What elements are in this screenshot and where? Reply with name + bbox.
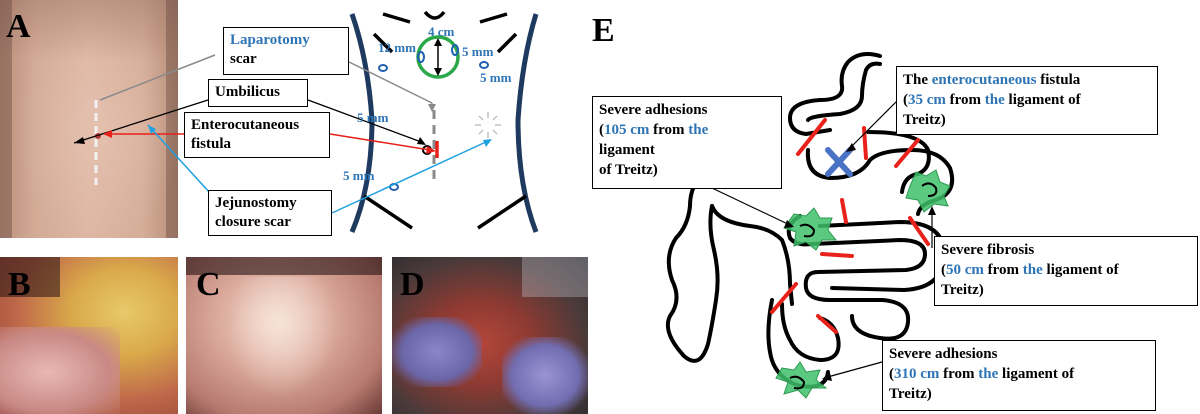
port-4cm-label: 4 cm: [428, 24, 455, 39]
laparoscopic-photo-b: [0, 257, 178, 414]
port-5mm-mid-label: 5 mm: [357, 110, 389, 125]
port-12mm-label: 12 mm: [378, 40, 416, 55]
severe-fibrosis-50-note: Severe fibrosis (50 cm from the ligament…: [934, 236, 1198, 306]
panel-label-a: A: [6, 8, 31, 45]
severe-adhesions-310-note: Severe adhesions (310 cm from the ligame…: [882, 340, 1156, 411]
panel-label-e: E: [592, 12, 615, 49]
enterocutaneous-fistula-note: The enterocutaneous fistula (35 cm from …: [896, 66, 1158, 135]
panel-label-d: D: [400, 266, 425, 303]
laparoscopic-photo-c: [186, 257, 382, 414]
enterocutaneous-fistula-label: Enterocutaneous fistula: [184, 112, 330, 158]
umbilicus-label: Umbilicus: [208, 79, 308, 107]
severe-adhesions-105-note: Severe adhesions (105 cm from the ligame…: [592, 96, 782, 189]
laparotomy-scar-label: Laparotomy scar: [223, 27, 349, 75]
jejunostomy-closure-scar-label: Jejunostomy closure scar: [208, 190, 332, 236]
panel-label-c: C: [196, 266, 221, 303]
open-surgery-photo-d: [392, 257, 588, 414]
panel-label-b: B: [8, 266, 31, 303]
port-5mm-lower-label: 5 mm: [343, 168, 375, 183]
port-5mm-upper-label: 5 mm: [462, 44, 494, 59]
port-5mm-right-label: 5 mm: [480, 70, 512, 85]
